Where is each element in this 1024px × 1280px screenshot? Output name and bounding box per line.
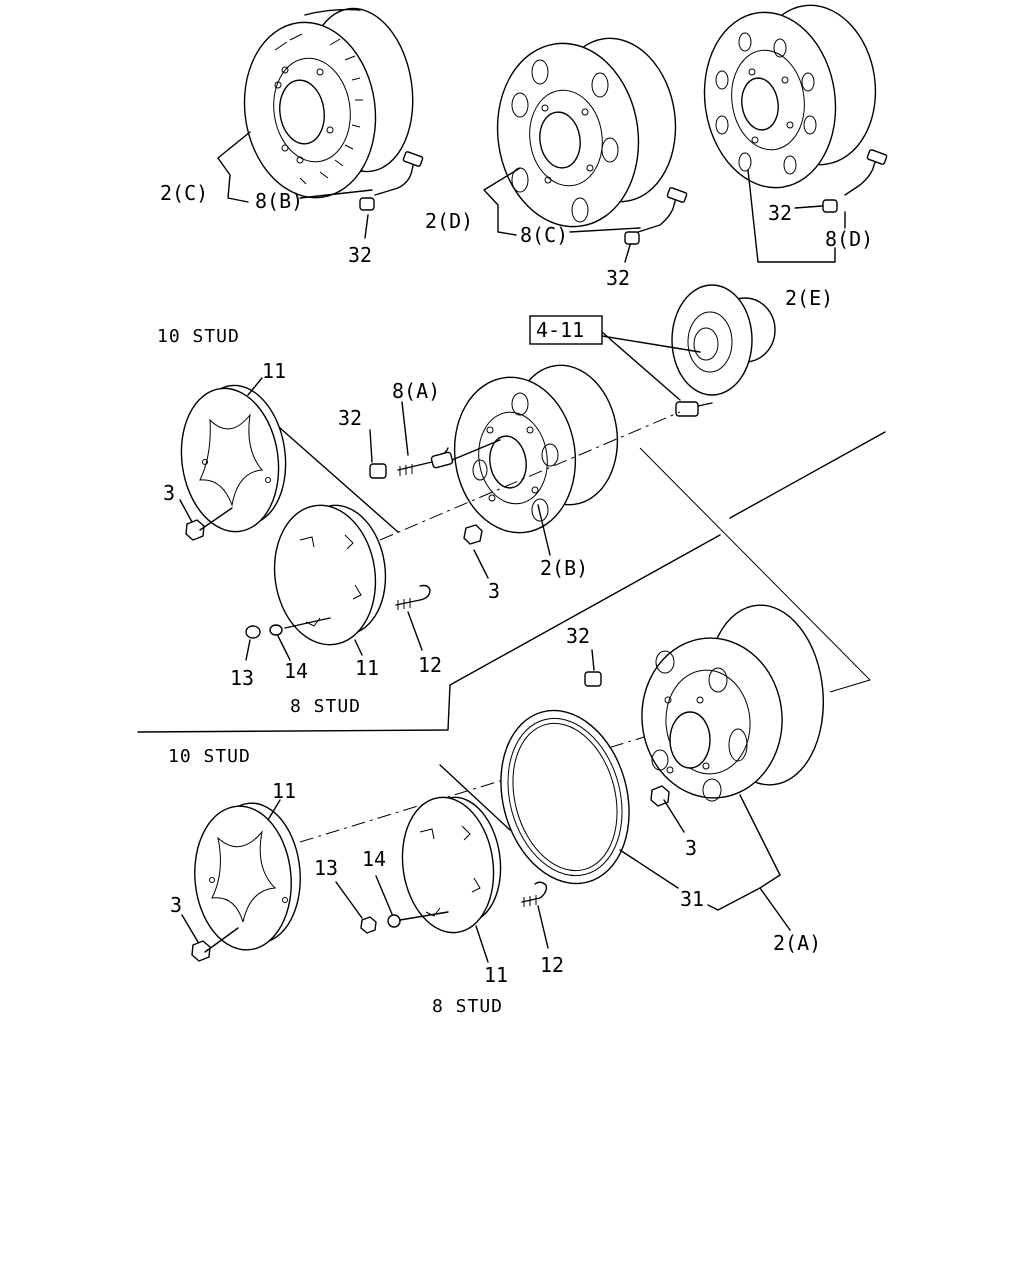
wheel-nut-3-b <box>463 524 483 545</box>
label-ring-31: 31 <box>680 887 704 911</box>
valve-8d <box>844 149 888 196</box>
label-wheel-2b: 2(B) <box>540 556 588 580</box>
ref-box <box>529 315 603 345</box>
valve-cap-32-a <box>584 671 602 687</box>
label-bolt-12-a: 12 <box>418 653 442 677</box>
valve-cap-32-c <box>359 197 375 211</box>
label-washer-14-a: 14 <box>284 659 308 683</box>
label-cap-32-b: 32 <box>338 406 362 430</box>
label-nut-13-b: 13 <box>314 856 338 880</box>
hub-ring-11-b <box>401 796 502 934</box>
label-cover-11-b: 11 <box>272 779 296 803</box>
label-10-stud-b: 10 STUD <box>168 746 251 767</box>
label-ring-11-a: 11 <box>355 656 379 680</box>
label-ref-box: 4-11 <box>536 318 584 342</box>
valve-8a <box>397 447 454 476</box>
label-nut-3-cover-a: 3 <box>163 481 175 505</box>
label-wheel-2c: 2(C) <box>160 181 208 205</box>
section-dividers <box>137 427 886 831</box>
nut-13-b <box>360 916 377 934</box>
bolt-12-a <box>395 584 431 610</box>
leaders-top <box>217 131 846 263</box>
label-nut-3-wheel-b: 3 <box>488 579 500 603</box>
hub-assembly <box>671 284 776 417</box>
bolt-12-b <box>521 881 548 907</box>
label-nut-3-wheel-a: 3 <box>685 836 697 860</box>
valve-8b <box>374 151 424 196</box>
label-bolt-12-b: 12 <box>540 953 564 977</box>
label-10-stud-a: 10 STUD <box>157 326 240 347</box>
label-cap-32-d: 32 <box>606 266 630 290</box>
leaders-lower <box>179 377 791 963</box>
hub-cover-11-b <box>194 802 301 951</box>
washer-14-b <box>387 914 401 928</box>
valve-cap-32-d <box>624 231 640 245</box>
axis-lines <box>299 411 871 843</box>
label-valve-8b: 8(B) <box>255 189 303 213</box>
wheel-2e <box>703 4 877 189</box>
label-cover-11-a: 11 <box>262 359 286 383</box>
wheel-2a <box>641 604 825 802</box>
wheel-2b <box>453 364 619 534</box>
label-valve-8a: 8(A) <box>392 379 440 403</box>
label-cap-32-c: 32 <box>348 243 372 267</box>
label-washer-14-b: 14 <box>362 847 386 871</box>
valve-cap-32-b <box>369 463 387 479</box>
label-ring-11-b: 11 <box>484 963 508 987</box>
wheel-2c <box>243 7 414 199</box>
label-valve-8c: 8(C) <box>520 223 568 247</box>
valve-cap-32-e <box>822 199 838 213</box>
cover-nut-3-a <box>185 519 205 541</box>
label-8-stud-a: 8 STUD <box>290 696 361 717</box>
label-nut-3-cover-b: 3 <box>170 893 182 917</box>
label-wheel-2d: 2(D) <box>425 209 473 233</box>
label-wheel-2a: 2(A) <box>773 931 821 955</box>
valve-8c <box>637 187 688 233</box>
nut-13-a <box>245 625 261 639</box>
hub-ring-11-a <box>273 504 387 646</box>
hub-cover-11-a <box>180 384 287 533</box>
washer-14-a <box>269 624 283 636</box>
label-wheel-2e: 2(E) <box>785 286 833 310</box>
spacer-ring-31 <box>500 709 630 885</box>
label-8-stud-b: 8 STUD <box>432 996 503 1017</box>
ref-leader <box>601 331 701 401</box>
label-valve-8d: 8(D) <box>825 227 873 251</box>
label-cap-32-e: 32 <box>768 201 792 225</box>
cover-nut-3-b <box>191 940 211 962</box>
label-cap-32-a: 32 <box>566 624 590 648</box>
labels: 2(C) 8(B) 32 2(D) 8(C) 32 32 8(D) 2(E) 4… <box>157 181 873 1017</box>
label-nut-13-a: 13 <box>230 666 254 690</box>
wheel-2d <box>496 37 677 228</box>
